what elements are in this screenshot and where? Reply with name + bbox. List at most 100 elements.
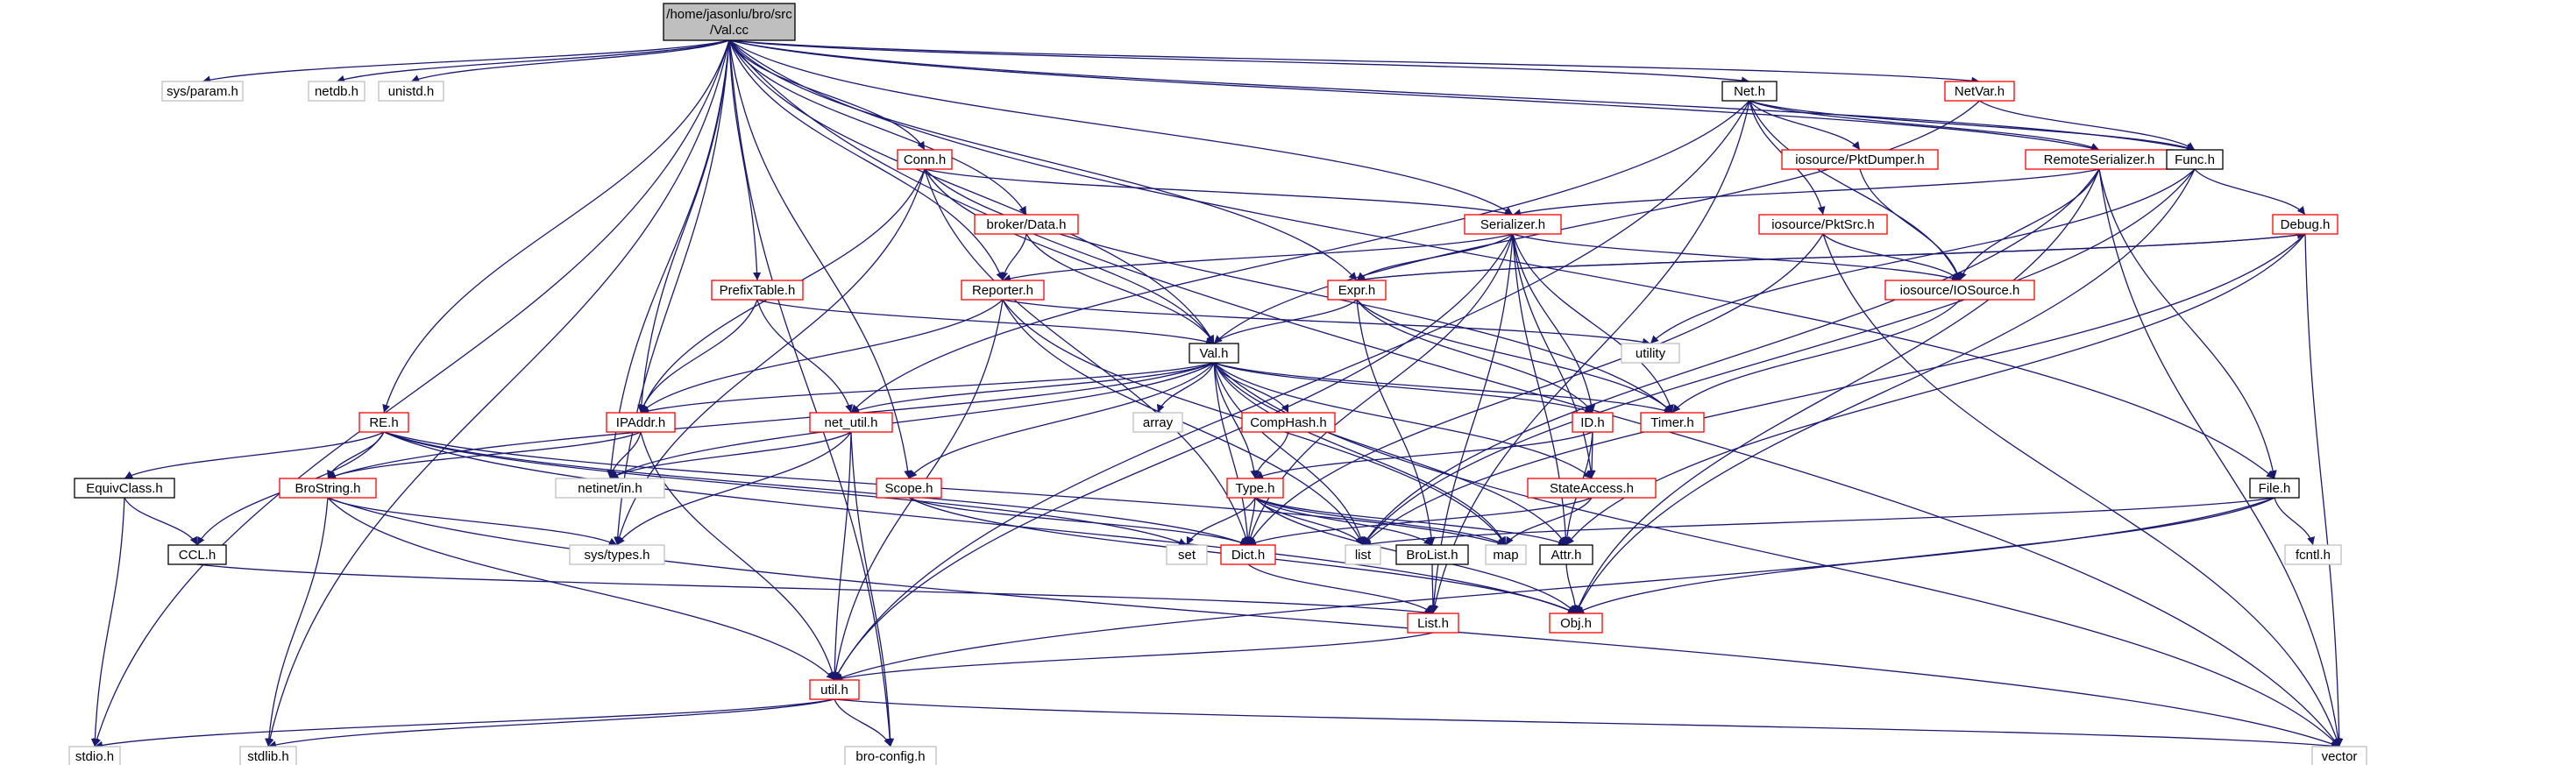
edge-root-to-ipaddr — [637, 39, 730, 414]
node-label: Serializer.h — [1480, 217, 1545, 232]
node-label: Reporter.h — [972, 283, 1033, 298]
node-box — [1640, 412, 1705, 433]
node-comphash[interactable]: CompHash.h — [1241, 412, 1336, 433]
edge-root-to-netvar — [728, 39, 1980, 85]
node-fcntl: fcntl.h — [2284, 544, 2342, 565]
node-file[interactable]: File.h — [2249, 478, 2300, 499]
node-timer[interactable]: Timer.h — [1640, 412, 1705, 433]
node-box — [809, 412, 893, 433]
node-sys-types: sys/types.h — [569, 544, 665, 565]
edge-val-to-type — [1213, 362, 1259, 479]
node-reporter[interactable]: Reporter.h — [961, 280, 1045, 301]
edge-conn-to-dict — [924, 168, 1250, 546]
node-label: BroString.h — [295, 481, 360, 496]
node-val[interactable]: Val.h — [1189, 343, 1239, 364]
node-net[interactable]: Net.h — [1721, 81, 1778, 102]
node-ipaddr[interactable]: IPAddr.h — [606, 412, 676, 433]
node-broker-data[interactable]: broker/Data.h — [974, 214, 1079, 235]
node-prefixtable[interactable]: PrefixTable.h — [711, 280, 804, 301]
node-label: PrefixTable.h — [720, 283, 796, 298]
node-root[interactable]: /home/jasonlu/bro/src/Val.cc — [663, 3, 796, 41]
node-netvar[interactable]: NetVar.h — [1944, 81, 2015, 102]
node-label: sys/types.h — [584, 548, 649, 563]
edge-dict-to-list_h — [1247, 563, 1434, 614]
node-label: set — [1178, 548, 1196, 563]
edge-net_util-to-netinet_in — [609, 431, 852, 479]
node-pktdumper[interactable]: iosource/PktDumper.h — [1781, 149, 1939, 170]
node-box — [1944, 81, 2015, 102]
node-brostring[interactable]: BroString.h — [279, 478, 377, 499]
node-attr[interactable]: Attr.h — [1539, 544, 1593, 565]
node-iosource[interactable]: iosource/IOSource.h — [1884, 280, 2035, 301]
node-box — [68, 746, 121, 765]
edge-re-to-equivclass — [124, 431, 385, 479]
edge-prefixtable-to-ipaddr — [639, 299, 758, 414]
node-label: Dict.h — [1231, 548, 1265, 563]
edge-net-to-func — [1749, 100, 2196, 152]
node-util[interactable]: util.h — [809, 679, 860, 700]
node-box — [1327, 280, 1387, 301]
node-box — [844, 746, 937, 765]
edge-util-to-vector — [834, 698, 2340, 750]
edge-broker_data-to-reporter — [1000, 233, 1027, 281]
node-debug[interactable]: Debug.h — [2272, 214, 2338, 235]
edge-ipaddr-to-brostring — [327, 431, 642, 479]
node-label: util.h — [820, 683, 848, 698]
node-box — [1189, 343, 1239, 364]
edge-root-to-expr — [728, 39, 1358, 281]
edge-ccl-to-list_h — [196, 563, 1434, 617]
node-list-h[interactable]: List.h — [1407, 613, 1459, 634]
edge-pktsrc-to-iosource — [1822, 233, 1961, 281]
node-type[interactable]: Type.h — [1226, 478, 1284, 499]
edge-ipaddr-to-util — [640, 431, 837, 681]
node-list: list — [1345, 544, 1381, 565]
edge-root-to-broker_data — [728, 39, 1027, 216]
node-remoteserializer[interactable]: RemoteSerializer.h — [2025, 149, 2174, 170]
edge-re-to-map — [383, 431, 1507, 547]
node-re[interactable]: RE.h — [358, 412, 409, 433]
node-dict[interactable]: Dict.h — [1220, 544, 1276, 565]
edge-net-to-pktdumper — [1749, 100, 1861, 151]
node-box — [167, 544, 227, 565]
edge-util-to-stdlib — [267, 698, 835, 749]
node-label: Timer.h — [1650, 415, 1693, 430]
node-label: List.h — [1417, 616, 1449, 631]
edge-root-to-reporter — [728, 39, 1004, 281]
edge-val-to-list — [1213, 362, 1365, 546]
node-label: Net.h — [1734, 84, 1765, 99]
node-box — [1241, 412, 1336, 433]
node-id[interactable]: ID.h — [1572, 412, 1614, 433]
node-expr[interactable]: Expr.h — [1327, 280, 1387, 301]
edge-val-to-net_util — [850, 362, 1215, 414]
node-net-util[interactable]: net_util.h — [809, 412, 893, 433]
edge-root-to-remoteserializer — [728, 39, 2100, 152]
node-equivclass[interactable]: EquivClass.h — [74, 478, 175, 499]
edge-root-to-re — [382, 39, 730, 414]
edge-debug-to-vector — [2304, 233, 2344, 747]
node-label: broker/Data.h — [987, 217, 1067, 232]
node-ccl[interactable]: CCL.h — [167, 544, 227, 565]
node-brolist[interactable]: BroList.h — [1395, 544, 1469, 565]
node-box — [663, 3, 796, 41]
node-label: EquivClass.h — [86, 481, 163, 496]
edge-brostring-to-sys_types — [327, 497, 618, 546]
edge-val-to-attr — [1213, 362, 1567, 546]
node-obj[interactable]: Obj.h — [1549, 613, 1603, 634]
node-label: StateAccess.h — [1550, 481, 1634, 496]
edge-root-to-stdio — [93, 39, 730, 747]
node-utility: utility — [1621, 343, 1680, 364]
edge-re-to-obj — [383, 431, 1577, 614]
node-label: netinet/in.h — [578, 481, 642, 496]
node-pktsrc[interactable]: iosource/PktSrc.h — [1758, 214, 1888, 235]
node-label: BroList.h — [1406, 548, 1458, 563]
node-set: set — [1166, 544, 1208, 565]
node-box — [961, 280, 1045, 301]
node-conn[interactable]: Conn.h — [897, 149, 953, 170]
edge-file-to-obj — [1575, 497, 2275, 614]
node-serializer[interactable]: Serializer.h — [1464, 214, 1562, 235]
node-scope[interactable]: Scope.h — [876, 478, 942, 499]
node-stateaccess[interactable]: StateAccess.h — [1527, 478, 1657, 499]
node-box — [1721, 81, 1778, 102]
node-func[interactable]: Func.h — [2166, 149, 2224, 170]
